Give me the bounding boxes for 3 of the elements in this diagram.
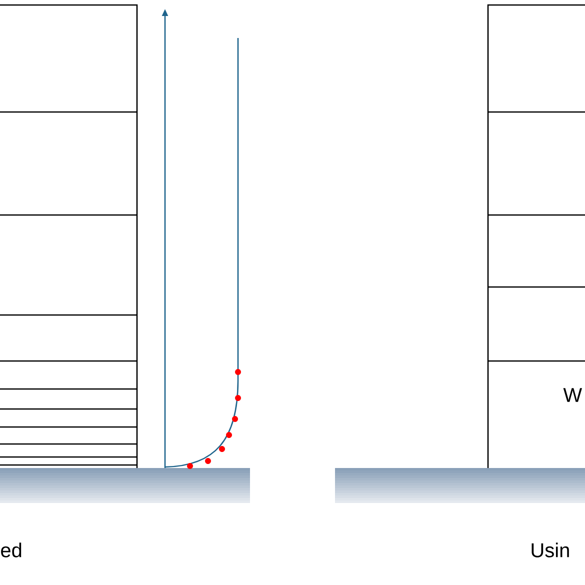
label: W — [563, 388, 582, 402]
label: ed — [1, 542, 22, 558]
label: Usin — [532, 542, 569, 558]
